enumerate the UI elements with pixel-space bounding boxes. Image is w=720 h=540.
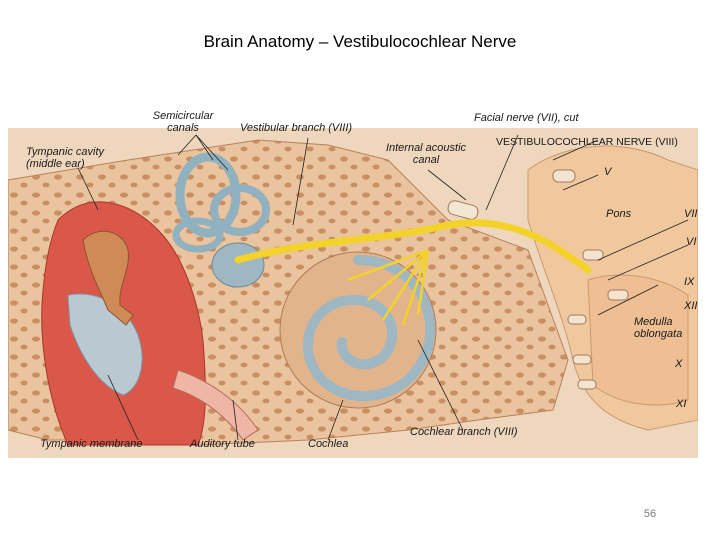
label-tympanic-membrane: Tympanic membrane [40, 438, 143, 450]
vestibulocochlear-nerve [234, 219, 592, 274]
label-pons: Pons [606, 208, 632, 220]
label-cn-xi: XI [676, 398, 687, 410]
cochlear-branch-fibers [347, 248, 430, 326]
ear-anatomy-illustration: Semicircular canals Tympanic cavity (mid… [7, 100, 699, 460]
label-cochlea: Cochlea [308, 438, 349, 450]
semicircular-canal-b [210, 184, 270, 236]
label-semicircular-canals: Semicircular canals [152, 110, 214, 134]
slide-page-number: 56 [643, 508, 657, 520]
label-tympanic-cavity: Tympanic cavity (middle ear) [26, 146, 105, 170]
cranial-nerve-roots [552, 169, 629, 390]
label-vestibular-branch: Vestibular branch (VIII) [240, 122, 353, 134]
label-auditory-tube: Auditory tube [190, 438, 255, 450]
ear-anatomy-drawing [7, 128, 699, 458]
label-internal-acoustic-canal: Internal acoustic canal [385, 142, 467, 166]
leader-lines [77, 134, 689, 441]
label-cn-vi: VI [686, 236, 697, 248]
label-cn-v: V [604, 166, 612, 178]
label-medulla-oblongata: Medulla oblongata [634, 316, 683, 340]
ossicles [82, 230, 134, 326]
label-cochlear-branch: Cochlear branch (VIII) [410, 426, 518, 438]
semicircular-canal-c [172, 217, 224, 253]
semicircular-canal-a [175, 152, 241, 238]
medulla-oblongata-shape [587, 274, 689, 406]
label-cn-x: X [675, 358, 683, 370]
label-facial-nerve: Facial nerve (VII), cut [474, 112, 579, 124]
label-cn-vii: VII [684, 208, 698, 220]
vestibule [211, 242, 265, 288]
auditory-tube [172, 369, 259, 441]
cochlea-shape [279, 251, 437, 409]
slide-title: Brain Anatomy – Vestibulocochlear Nerve [203, 32, 517, 51]
label-cn-ix: IX [684, 276, 695, 288]
facial-nerve-stub [447, 200, 479, 220]
label-cn-xii: XII [684, 300, 698, 312]
label-vestibulocochlear-nerve: VESTIBULOCOCHLEAR NERVE (VIII) [496, 136, 678, 148]
